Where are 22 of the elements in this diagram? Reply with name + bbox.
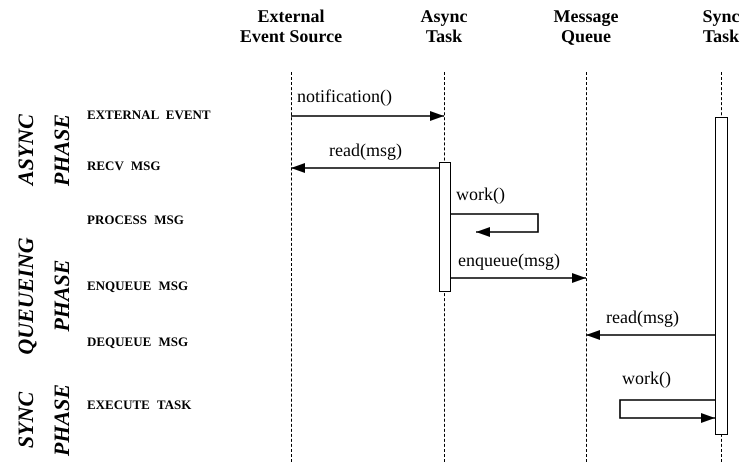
message-arrow [451,273,586,283]
message-arrow [586,330,715,340]
step-label: ENQUEUE MSG [87,278,188,294]
message-arrow [451,213,539,237]
message-arrow [291,163,439,173]
step-label: PROCESS MSG [87,212,184,228]
phase-label: SYNC PHASE [12,384,75,456]
step-label: EXECUTE TASK [87,397,192,413]
phase-label: QUEUEING PHASE [12,237,75,355]
phase-label: ASYNC PHASE [12,114,75,186]
message-arrow [619,399,715,423]
lifeline-header: Message Queue [552,6,620,46]
lifeline-header: Sync Task [701,6,740,46]
step-label: EXTERNAL EVENT [87,107,211,123]
activation-bar [715,117,728,435]
lifeline-header: Async Task [419,6,468,46]
message-label: notification() [296,86,393,106]
step-label: RECV MSG [87,158,160,174]
lifeline-header: External Event Source [238,6,344,46]
step-label: DEQUEUE MSG [87,334,188,350]
message-arrow [291,111,444,121]
activation-bar [439,162,451,292]
